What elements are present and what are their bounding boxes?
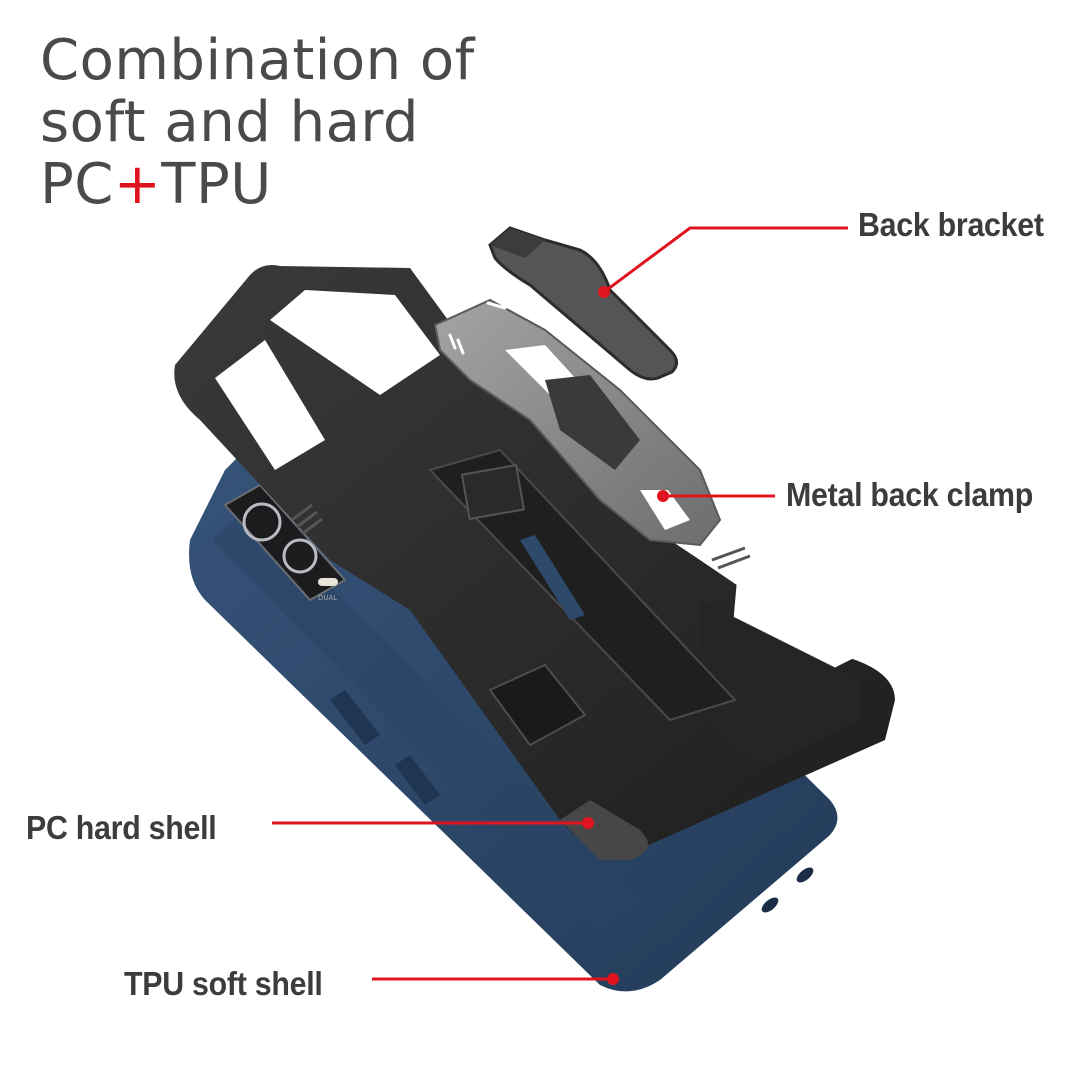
- callout-dot-metal-back-clamp: [657, 490, 669, 502]
- callout-label-pc-hard-shell: PC hard shell: [26, 809, 217, 846]
- callout-dots: [582, 286, 669, 985]
- callout-label-back-bracket: Back bracket: [858, 206, 1044, 243]
- callout-label-metal-back-clamp: Metal back clamp: [786, 476, 1034, 513]
- callout-dot-pc-hard-shell: [582, 817, 594, 829]
- callout-line-back-bracket: [603, 226, 848, 294]
- headline-tpu: TPU: [161, 152, 272, 217]
- camera-label: DUAL: [318, 594, 337, 602]
- back-bracket-shape: [488, 226, 678, 381]
- headline: Combination of soft and hard PC+TPU: [40, 30, 475, 216]
- pc-hard-shell-shape: [174, 265, 895, 860]
- callout-label-tpu-soft-shell: TPU soft shell: [124, 965, 323, 1002]
- headline-plus: +: [113, 152, 162, 217]
- headline-pc: PC: [40, 152, 114, 217]
- headline-line-2: soft and hard: [40, 90, 419, 155]
- headline-line-3: PC+TPU: [40, 154, 475, 216]
- headline-line-1: Combination of: [40, 28, 475, 93]
- callout-dot-tpu-soft-shell: [607, 973, 619, 985]
- metal-back-clamp-shape: [433, 298, 722, 547]
- callout-lines: [272, 226, 848, 981]
- callout-dot-back-bracket: [598, 286, 610, 298]
